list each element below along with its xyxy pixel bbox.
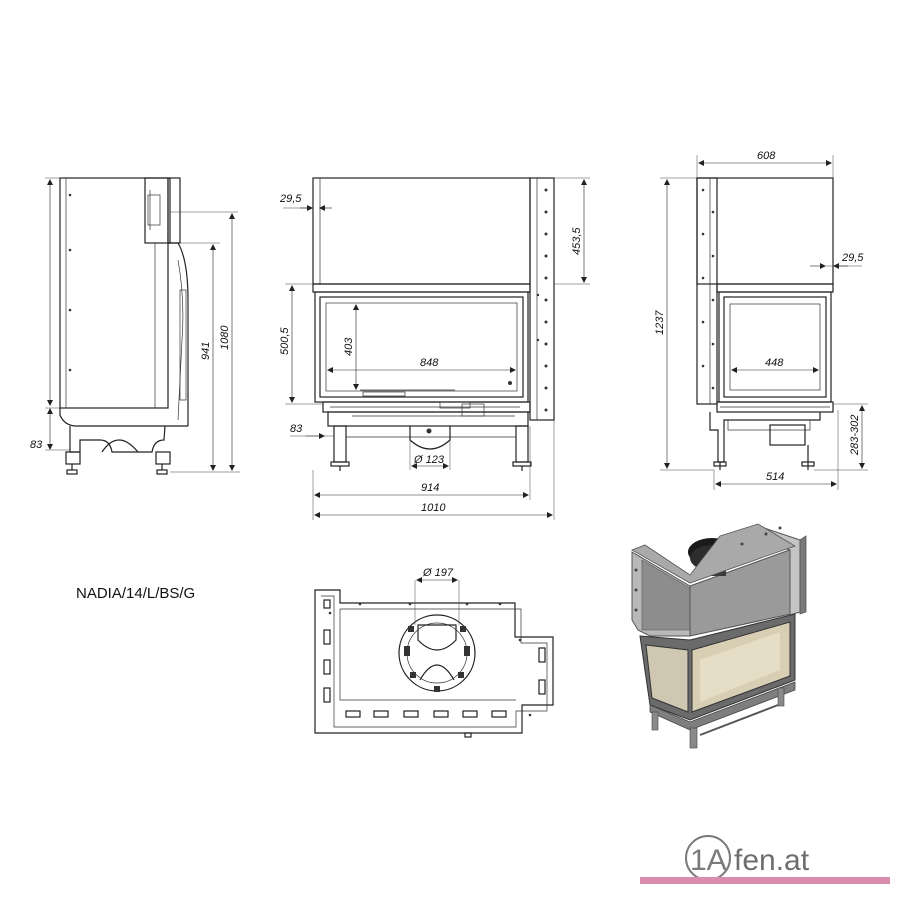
side-dim-1080: 1080: [219, 325, 231, 350]
front-dim-29-5: 29,5: [279, 193, 302, 205]
right-dim-283-302: 283-302: [849, 415, 861, 456]
front-dim-123: Ø 123: [413, 454, 445, 466]
front-view: 29,5 453,5 500,5 403 848 83 Ø 123 914: [279, 177, 590, 520]
top-dim-197: Ø 197: [422, 567, 454, 579]
side-dim-941: 941: [200, 342, 212, 360]
3d-view: [631, 523, 807, 749]
right-slots: [538, 647, 546, 695]
front-dim-848: 848: [420, 357, 439, 369]
right-dim-1237: 1237: [654, 310, 666, 335]
front-dim-403: 403: [343, 337, 355, 356]
front-dim-500-5: 500,5: [279, 327, 291, 355]
3d-rivets: [634, 526, 782, 612]
bottom-slots: [345, 710, 507, 718]
right-dim-29-5: 29,5: [841, 252, 864, 264]
front-dim-1010: 1010: [421, 502, 446, 514]
side-rivets: [68, 193, 72, 372]
front-dim-453-5: 453,5: [571, 227, 583, 255]
left-slots: [323, 599, 331, 703]
top-view: Ø 197: [314, 567, 554, 738]
right-view: 608 29,5 1237 448 283-302 514: [654, 150, 868, 490]
side-view: 83 941 1080: [30, 177, 240, 475]
top-view-holes: [328, 602, 532, 717]
right-dim-514: 514: [766, 471, 784, 483]
logo-text-fen-at: fen.at: [734, 844, 810, 877]
brand-logo: 1A fen.at: [640, 835, 890, 884]
logo-text-1a: 1A: [690, 844, 727, 877]
front-rivets: [536, 188, 548, 412]
front-dim-83: 83: [290, 423, 303, 435]
right-rivets: [701, 188, 715, 390]
flue-clips: [404, 626, 470, 692]
side-dim-83: 83: [30, 439, 43, 451]
model-name: NADIA/14/L/BS/G: [76, 585, 195, 602]
logo-underline-bar: [640, 877, 890, 884]
right-dim-608: 608: [757, 150, 776, 162]
front-dim-914: 914: [421, 482, 439, 494]
right-dim-448: 448: [765, 357, 784, 369]
